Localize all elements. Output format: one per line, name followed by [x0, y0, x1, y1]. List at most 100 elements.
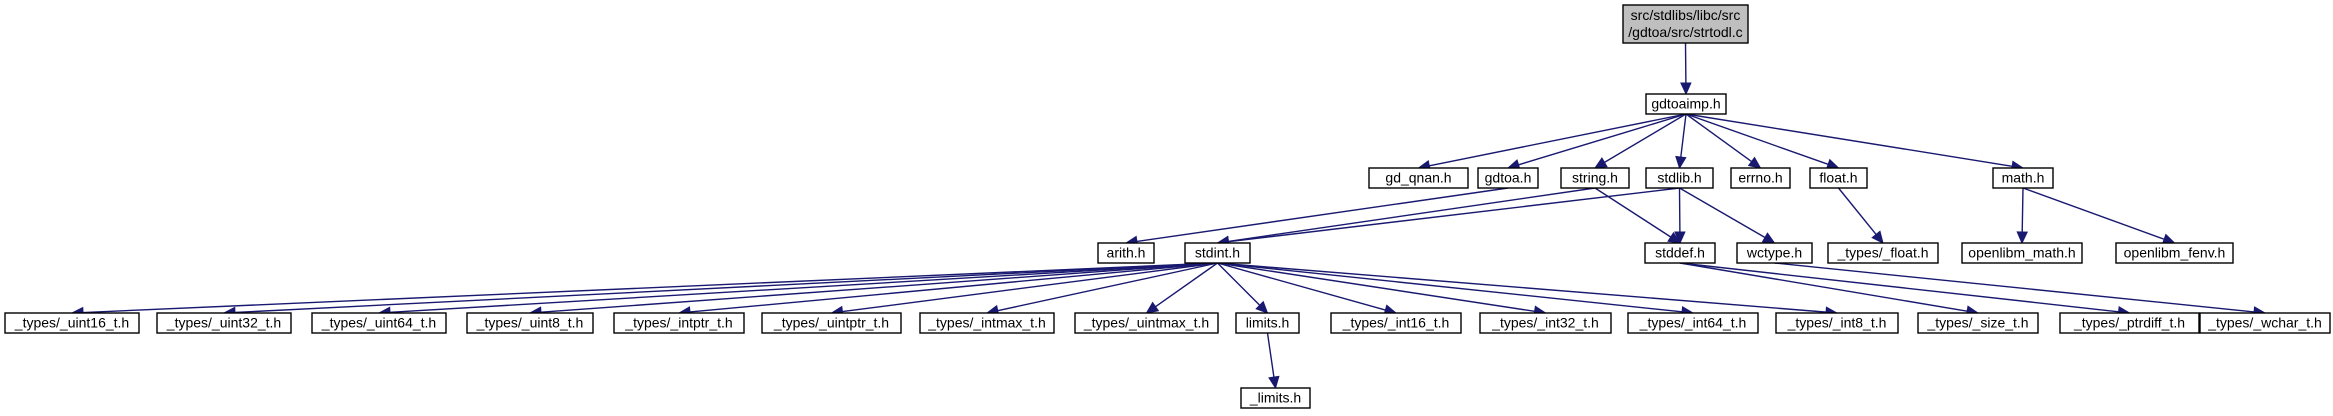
node-stdlib[interactable]: stdlib.h — [1645, 167, 1714, 189]
node-uint64[interactable]: _types/_uint64_t.h — [311, 312, 447, 334]
edge-line — [82, 262, 1218, 314]
node-int32[interactable]: _types/_int32_t.h — [1479, 312, 1612, 334]
node-label: arith.h — [1107, 245, 1146, 261]
node-label: _types/_intptr_t.h — [624, 315, 732, 331]
nodes-layer: src/stdlibs/libc/src/gdtoa/src/strtodl.c… — [4, 4, 2331, 409]
node-stddef[interactable]: stddef.h — [1644, 242, 1716, 264]
node-openlibm_fenv[interactable]: openlibm_fenv.h — [2115, 242, 2234, 264]
edge-line — [234, 262, 1218, 314]
edge-gdtoaimp-to-stdlib — [1675, 113, 1687, 170]
node-box — [1961, 242, 2083, 264]
node-limits_[interactable]: _limits.h — [1240, 387, 1311, 409]
node-float[interactable]: float.h — [1809, 167, 1868, 189]
node-wchar[interactable]: _types/_wchar_t.h — [2199, 312, 2331, 334]
node-math[interactable]: math.h — [1992, 167, 2054, 189]
node-label: stddef.h — [1655, 245, 1705, 261]
node-label: _types/_intmax_t.h — [927, 315, 1046, 331]
node-box — [156, 312, 292, 334]
node-limits[interactable]: limits.h — [1235, 312, 1300, 334]
node-box — [1479, 312, 1612, 334]
node-label: _types/_uint64_t.h — [321, 315, 436, 331]
edge-stdint-to-limits — [1217, 262, 1269, 314]
arrowhead-icon — [1145, 301, 1160, 314]
edge-line — [1679, 187, 1766, 239]
node-box — [2115, 242, 2234, 264]
arrowhead-icon — [1268, 375, 1280, 390]
node-uint8[interactable]: _types/_uint8_t.h — [466, 312, 594, 334]
edge-stdlib-to-stddef — [1674, 187, 1686, 245]
arrowhead-icon — [1675, 155, 1687, 170]
edge-line — [1217, 262, 1683, 313]
node-label: _types/_size_t.h — [1926, 315, 2028, 331]
node-box — [311, 312, 447, 334]
edge-gdtoaimp-to-errno — [1685, 113, 1762, 169]
edge-line — [2021, 187, 2024, 233]
node-label: _types/_int16_t.h — [1342, 315, 1450, 331]
node-box — [1775, 312, 1899, 334]
node-arith[interactable]: arith.h — [1097, 242, 1155, 264]
edge-root-to-gdtoaimp — [1680, 42, 1692, 96]
edge-line — [997, 262, 1218, 312]
node-uint32[interactable]: _types/_uint32_t.h — [156, 312, 292, 334]
edge-line — [1680, 113, 1687, 158]
node-root[interactable]: src/stdlibs/libc/src/gdtoa/src/strtodl.c — [1622, 4, 1749, 44]
node-box — [1730, 167, 1791, 189]
node-label: string.h — [1572, 170, 1618, 186]
edge-line — [1518, 113, 1687, 166]
node-box — [1645, 167, 1714, 189]
node-intptr[interactable]: _types/_intptr_t.h — [613, 312, 745, 334]
edge-line — [1685, 113, 1753, 163]
node-int64[interactable]: _types/_int64_t.h — [1627, 312, 1759, 334]
node-label: /gdtoa/src/strtodl.c — [1628, 24, 1742, 40]
node-gdtoa[interactable]: gdtoa.h — [1477, 167, 1539, 189]
edge-math-to-openlibm_fenv — [2022, 187, 2176, 245]
node-openlibm_math[interactable]: openlibm_math.h — [1961, 242, 2083, 264]
edge-gdtoaimp-to-string — [1593, 113, 1687, 169]
arrowhead-icon — [1674, 231, 1686, 245]
node-label: _types/_ptrdiff_t.h — [2073, 315, 2185, 331]
edge-stdint-to-int64 — [1217, 262, 1695, 318]
edge-stddef-to-ptrdiff — [1679, 262, 2131, 318]
edge-line — [1217, 262, 1535, 313]
arrowhead-icon — [1871, 230, 1884, 244]
node-stdint[interactable]: stdint.h — [1184, 242, 1251, 264]
edge-stdint-to-uint8 — [528, 262, 1218, 318]
node-gdtoaimp[interactable]: gdtoaimp.h — [1645, 93, 1727, 115]
node-label: limits.h — [1246, 315, 1290, 331]
edge-line — [1217, 262, 1827, 313]
node-label: _types/_wchar_t.h — [2207, 315, 2322, 331]
node-label: errno.h — [1738, 170, 1782, 186]
edge-gdtoaimp-to-gdtoa — [1506, 113, 1687, 171]
node-string[interactable]: string.h — [1560, 167, 1630, 189]
node-int16[interactable]: _types/_int16_t.h — [1330, 312, 1462, 334]
node-ptrdiff[interactable]: _types/_ptrdiff_t.h — [2059, 312, 2200, 334]
node-box — [2199, 312, 2331, 334]
node-intmax[interactable]: _types/_intmax_t.h — [919, 312, 1055, 334]
node-size[interactable]: _types/_size_t.h — [1917, 312, 2039, 334]
edge-line — [1228, 187, 1680, 243]
node-errno[interactable]: errno.h — [1730, 167, 1791, 189]
node-box — [1074, 312, 1219, 334]
node-gd_qnan[interactable]: gd_qnan.h — [1368, 167, 1469, 189]
edge-line — [689, 262, 1218, 313]
node-label: stdlib.h — [1657, 170, 1701, 186]
arrowhead-icon — [1747, 156, 1762, 169]
node-int8[interactable]: _types/_int8_t.h — [1775, 312, 1899, 334]
node-wctype[interactable]: wctype.h — [1736, 242, 1813, 264]
edges-layer — [70, 42, 2267, 390]
node-uintmax[interactable]: _types/_uintmax_t.h — [1074, 312, 1219, 334]
node-uintptr[interactable]: _types/_uintptr_t.h — [761, 312, 902, 334]
node-box — [1330, 312, 1462, 334]
edge-stdlib-to-wctype — [1679, 187, 1776, 244]
node-label: _types/_uintmax_t.h — [1083, 315, 1209, 331]
node-uint16[interactable]: _types/_uint16_t.h — [4, 312, 140, 334]
node-box — [2059, 312, 2200, 334]
edge-line — [1685, 113, 1829, 165]
edge-line — [1594, 187, 1672, 238]
node-label: _types/_int8_t.h — [1787, 315, 1887, 331]
node-label: wctype.h — [1746, 245, 1802, 261]
node-label: float.h — [1819, 170, 1857, 186]
edge-line — [1429, 113, 1687, 167]
node-types_float[interactable]: _types/_float.h — [1827, 242, 1939, 264]
arrowhead-icon — [1255, 300, 1269, 314]
